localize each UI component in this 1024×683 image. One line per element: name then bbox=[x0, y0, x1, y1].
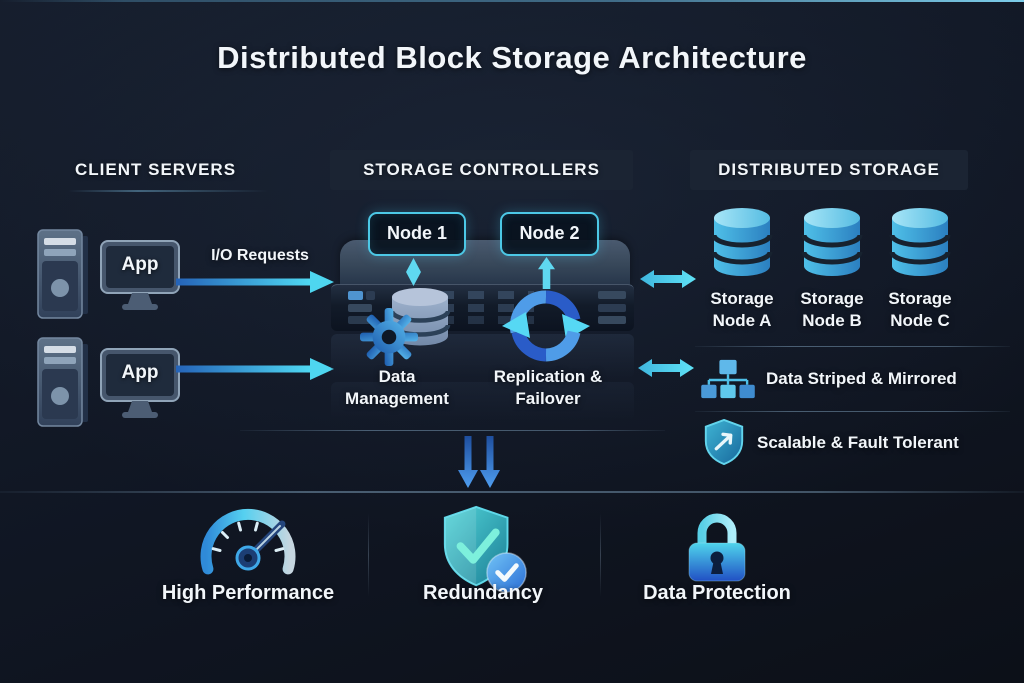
padlock-icon bbox=[688, 513, 746, 582]
storage-header: DISTRIBUTED STORAGE bbox=[690, 150, 968, 190]
monitor-icon bbox=[100, 240, 180, 310]
node1-box: Node 1 bbox=[368, 212, 466, 256]
high-performance-label: High Performance bbox=[161, 582, 335, 604]
scalable-fault-tolerant-label: Scalable & Fault Tolerant bbox=[757, 433, 959, 452]
double-down-arrow-icon bbox=[458, 436, 500, 488]
led-indicator bbox=[598, 291, 626, 299]
storage-cylinder-icon bbox=[889, 208, 951, 276]
io-arrow-icon bbox=[176, 358, 334, 380]
monitor-icon bbox=[100, 348, 180, 418]
topology-tree-icon bbox=[701, 359, 755, 399]
striped-mirrored-label: Data Striped & Mirrored bbox=[766, 369, 957, 388]
storage-cylinder-icon bbox=[711, 208, 773, 276]
mid-divider bbox=[240, 430, 665, 431]
led-indicator bbox=[348, 291, 363, 300]
replication-failover-label: Replication & Failover bbox=[493, 367, 603, 409]
diamond-pointer-icon bbox=[406, 258, 421, 286]
sync-arrows-icon bbox=[502, 290, 590, 362]
storage-panel-divider bbox=[695, 411, 1010, 412]
gear-icon bbox=[360, 308, 418, 366]
footer-column-divider bbox=[368, 513, 369, 597]
io-arrow-icon bbox=[176, 271, 334, 293]
server-tower-icon bbox=[37, 337, 88, 427]
controllers-header: STORAGE CONTROLLERS bbox=[330, 150, 633, 190]
storage-panel-divider bbox=[695, 346, 1010, 347]
redundancy-label: Redundancy bbox=[422, 582, 544, 604]
led-indicator bbox=[366, 291, 375, 300]
led-indicator bbox=[598, 316, 626, 324]
bidirectional-arrow-icon bbox=[640, 270, 696, 288]
footer-divider bbox=[0, 491, 1024, 493]
app-label: App bbox=[121, 362, 159, 383]
shield-arrow-icon bbox=[704, 419, 744, 465]
storage-node-label: Storage Node C bbox=[888, 289, 952, 331]
node2-box: Node 2 bbox=[500, 212, 599, 256]
shield-check-icon bbox=[443, 505, 527, 593]
clients-header-underline bbox=[68, 190, 268, 192]
vent-grid bbox=[438, 316, 534, 324]
io-requests-label: I/O Requests bbox=[211, 247, 309, 264]
chassis-reflection bbox=[331, 382, 634, 420]
storage-cylinder-icon bbox=[801, 208, 863, 276]
vent-grid bbox=[438, 291, 534, 299]
data-management-label: Data Management bbox=[345, 367, 449, 409]
clients-header: CLIENT SERVERS bbox=[75, 160, 237, 179]
page-title: Distributed Block Storage Architecture bbox=[217, 40, 807, 75]
gauge-icon bbox=[200, 508, 296, 575]
led-indicator bbox=[598, 304, 626, 312]
data-protection-label: Data Protection bbox=[643, 582, 791, 604]
storage-node-label: Storage Node B bbox=[800, 289, 864, 331]
bidirectional-arrow-icon bbox=[638, 359, 694, 377]
server-tower-icon bbox=[37, 229, 88, 319]
vent-grid bbox=[438, 304, 534, 312]
led-indicator bbox=[348, 304, 372, 312]
led-indicator bbox=[348, 316, 372, 324]
footer-column-divider bbox=[600, 513, 601, 597]
app-label: App bbox=[121, 254, 159, 275]
storage-node-label: Storage Node A bbox=[710, 289, 774, 331]
title-divider bbox=[0, 0, 1024, 2]
up-arrow-icon bbox=[538, 256, 555, 290]
